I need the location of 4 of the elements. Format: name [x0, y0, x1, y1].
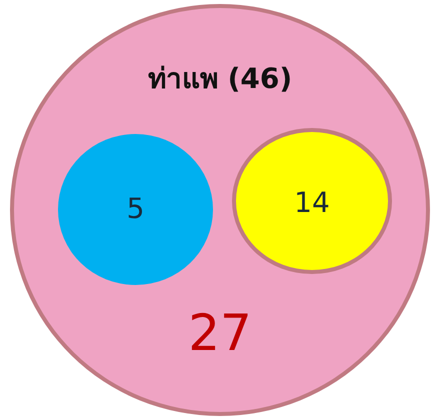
count-label: 27 [187, 304, 253, 362]
circle-title: ท่าแพ (46) [146, 61, 294, 97]
count-label: 14 [293, 186, 331, 219]
count-label: 5 [126, 192, 146, 225]
